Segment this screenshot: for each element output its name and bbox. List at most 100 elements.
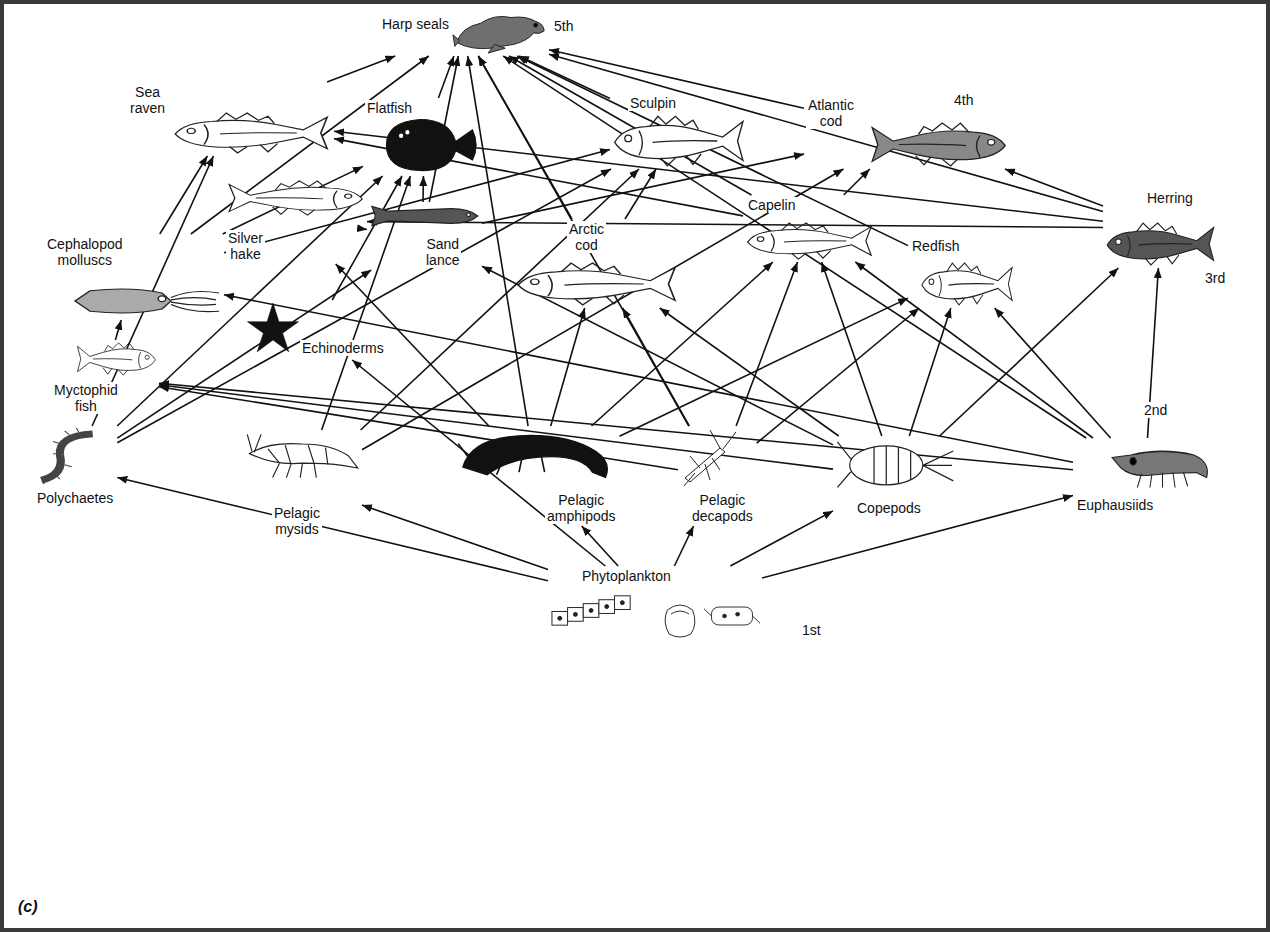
feeding-arrow [1005, 169, 1103, 206]
organism-node: Sand lance [363, 202, 482, 270]
sculpin-figure [615, 116, 743, 165]
feeding-arrow [844, 169, 870, 195]
organism-node: Myctophid fish [50, 340, 159, 416]
organism-node: Flatfish [363, 98, 485, 176]
species-label: Polychaetes [35, 490, 115, 506]
organism-node: Echinoderms [243, 300, 388, 360]
feeding-arrow [855, 262, 1093, 438]
species-label: Capelin [746, 197, 797, 213]
herring-figure [1107, 223, 1213, 265]
feeding-arrow [909, 308, 951, 436]
silver-hake-figure [229, 181, 362, 215]
feeding-arrow [482, 154, 804, 223]
species-label: Copepods [855, 500, 923, 516]
amphipod-figure [458, 435, 607, 477]
organism-node: Polychaetes [30, 426, 117, 508]
trophic-level-label: 4th [952, 92, 975, 108]
flatfish-figure [386, 119, 476, 170]
feeding-arrow [995, 308, 1111, 438]
species-label: Pelagic amphipods [545, 492, 617, 524]
feeding-arrow [422, 176, 424, 202]
harp-seal-figure [453, 16, 544, 53]
capelin-figure [748, 223, 872, 259]
feeding-arrow [660, 308, 839, 436]
organism-node: Herring [1103, 188, 1219, 268]
panel-letter: (c) [16, 898, 40, 916]
diatom-chain-figure [552, 596, 630, 625]
arctic-cod-figure [518, 263, 675, 305]
species-label: Atlantic cod [806, 97, 856, 129]
feeding-arrow [757, 308, 920, 443]
species-label: Sea raven [128, 84, 167, 116]
feeding-arrow [363, 228, 367, 230]
species-label: Pelagic mysids [272, 505, 322, 537]
feeding-arrow [224, 295, 1073, 463]
feeding-arrow [674, 526, 693, 566]
phytoplankton-cell-figure [704, 607, 760, 625]
trophic-level-label: 2nd [1142, 402, 1169, 418]
species-label: Sculpin [628, 95, 678, 111]
myctophid-figure [77, 343, 155, 375]
organism-node: Pelagic mysids [243, 430, 362, 539]
feeding-arrow [549, 54, 1103, 211]
feeding-arrow [117, 169, 611, 443]
organism-node: Atlantic cod [804, 95, 1010, 169]
feeding-arrow [582, 526, 618, 566]
trophic-level-label: 3rd [1203, 270, 1227, 286]
feeding-arrow [478, 56, 689, 426]
mysid-figure [247, 434, 357, 477]
organism-node: Euphausiids [1073, 438, 1217, 515]
organism-node: Phytoplankton [548, 566, 762, 647]
sand-lance-figure [372, 206, 478, 225]
feeding-arrow [361, 169, 639, 430]
species-label: Harp seals [380, 16, 451, 32]
organism-node: Harp seals [378, 4, 549, 56]
euphausiid-figure [1112, 451, 1207, 487]
organism-node: Copepods [833, 436, 959, 518]
species-label: Silver hake [226, 230, 265, 262]
atlantic-cod-figure [872, 123, 1005, 166]
species-label: Flatfish [365, 100, 414, 116]
feeding-arrow [115, 320, 121, 340]
copepod-figure [837, 442, 953, 488]
decapod-figure [684, 430, 736, 486]
species-label: Arctic cod [567, 221, 606, 253]
feeding-arrow [620, 298, 909, 436]
polychaete-figure [41, 428, 92, 484]
feeding-arrow [362, 505, 548, 569]
redfish-figure [922, 263, 1012, 305]
organism-node: Silver hake [223, 178, 367, 264]
organism-node: Pelagic amphipods [453, 426, 619, 526]
squid-figure [75, 289, 219, 313]
organism-node: Sea raven [126, 82, 334, 156]
organism-node: Sculpin [610, 93, 749, 169]
feeding-arrow [625, 169, 656, 219]
species-label: Myctophid fish [52, 382, 120, 414]
phytoplankton-cell-figure [665, 605, 695, 637]
organism-node: Pelagic decapods [678, 426, 757, 526]
feeding-arrow [517, 56, 908, 246]
organism-node: Capelin [743, 195, 877, 262]
species-label: Euphausiids [1075, 497, 1155, 513]
species-label: Echinoderms [300, 340, 386, 356]
trophic-level-label: 5th [552, 18, 575, 34]
species-label: Pelagic decapods [690, 492, 755, 524]
species-label: Phytoplankton [580, 568, 673, 584]
organism-node: Redfish [908, 236, 1017, 308]
species-label: Redfish [910, 238, 961, 254]
trophic-level-label: 1st [800, 622, 823, 638]
species-label: Cephalopod molluscs [45, 236, 125, 268]
feeding-arrow [822, 262, 882, 436]
feeding-arrow [223, 166, 363, 234]
feeding-arrow [551, 308, 585, 426]
organism-node: Cephalopod molluscs [43, 234, 224, 320]
feeding-arrow [762, 496, 1073, 578]
feeding-arrow [117, 478, 548, 581]
starfish-figure [247, 303, 298, 352]
species-label: Sand lance [424, 236, 461, 268]
feeding-arrow [519, 56, 610, 99]
feeding-arrow [362, 169, 844, 450]
